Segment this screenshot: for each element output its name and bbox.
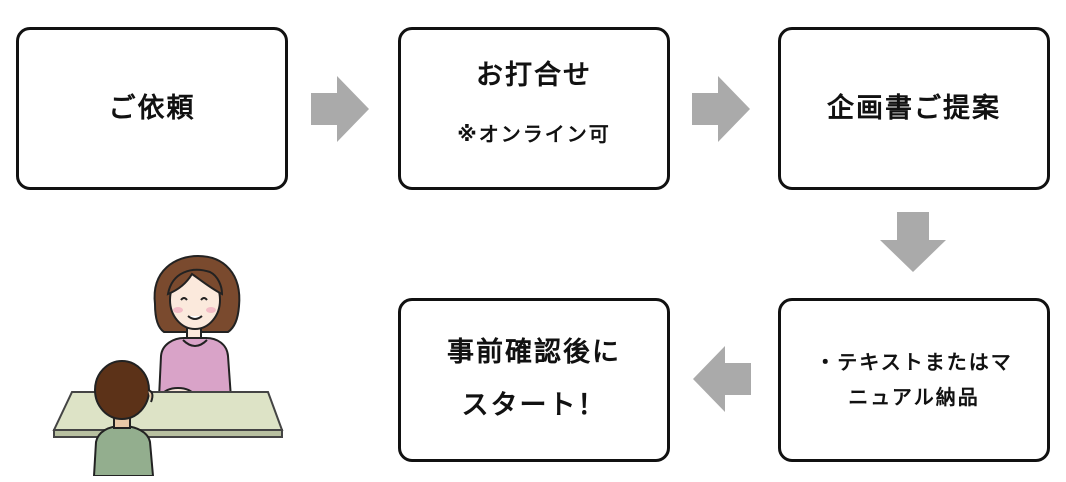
step-delivery-line2: ニュアル納品	[848, 385, 980, 409]
step-delivery-box: ・テキストまたはマ ニュアル納品	[778, 298, 1050, 462]
consultation-illustration	[52, 254, 284, 476]
man-figure	[92, 360, 155, 476]
step-start-line2: スタート！	[461, 390, 607, 421]
table	[52, 391, 284, 438]
step-start-box: 事前確認後に スタート！	[398, 298, 670, 462]
woman-figure	[153, 254, 241, 405]
step-meeting-note: ※オンライン可	[457, 122, 611, 147]
right-arrow-icon	[311, 76, 369, 142]
step-start-line1: 事前確認後に	[447, 337, 621, 369]
step-proposal-label: 企画書ご提案	[827, 92, 1001, 124]
step-proposal-box: 企画書ご提案	[778, 27, 1050, 190]
step-meeting-title: お打合せ	[476, 60, 592, 91]
step-delivery-line1: ・テキストまたはマ	[815, 350, 1013, 374]
step-request-box: ご依頼	[16, 27, 288, 190]
right-arrow-icon	[692, 76, 750, 142]
step-request-label: ご依頼	[108, 92, 196, 124]
down-arrow-icon	[880, 212, 946, 272]
step-meeting-box: お打合せ ※オンライン可	[398, 27, 670, 190]
left-arrow-icon	[693, 346, 751, 412]
